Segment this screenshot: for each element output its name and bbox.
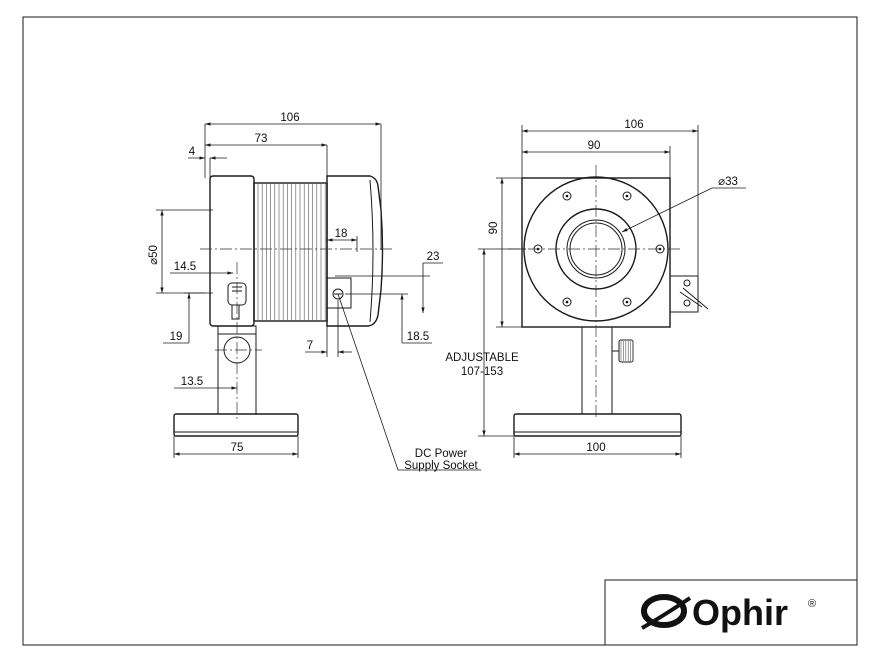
screw-center bbox=[625, 194, 629, 198]
dim-side-106: 106 bbox=[280, 112, 299, 124]
dim-side-18: 18 bbox=[335, 228, 348, 240]
screw-head bbox=[622, 297, 632, 307]
dc-power-label: DC Power bbox=[415, 448, 468, 460]
dim-front-90-width: 90 bbox=[588, 140, 601, 152]
front-connector-block bbox=[669, 275, 699, 313]
logo-registered: ® bbox=[808, 598, 816, 610]
front-post bbox=[581, 326, 613, 415]
front-cable bbox=[679, 287, 709, 310]
dim-side-75: 75 bbox=[231, 442, 244, 454]
adjustable-label: ADJUSTABLE bbox=[445, 352, 519, 364]
side-base bbox=[173, 413, 299, 437]
logo-wordmark: Ophir bbox=[692, 592, 788, 633]
dim-side-4: 4 bbox=[189, 146, 196, 158]
dim-side-7: 7 bbox=[307, 340, 313, 352]
side-view: 106 73 4 ⌀50 14.5 19 18 23 18.5 bbox=[148, 112, 481, 472]
screw-head bbox=[562, 297, 572, 307]
dim-side-14-5: 14.5 bbox=[174, 261, 196, 273]
front-base bbox=[513, 413, 682, 437]
dim-front-base-100: 100 bbox=[586, 442, 605, 454]
side-front-head bbox=[326, 175, 384, 327]
dc-socket bbox=[332, 288, 344, 300]
dim-side-23: 23 bbox=[427, 251, 440, 263]
screw-center bbox=[625, 300, 629, 304]
dim-side-73: 73 bbox=[255, 133, 268, 145]
dim-side-18-5: 18.5 bbox=[407, 331, 429, 343]
dc-socket-housing bbox=[326, 277, 352, 309]
logo-box: Ophir ® bbox=[604, 579, 858, 646]
adjustable-range: 107-153 bbox=[461, 366, 503, 378]
drawing-border bbox=[22, 16, 858, 646]
screw-center bbox=[565, 300, 569, 304]
dim-front-106: 106 bbox=[624, 119, 643, 131]
dim-side-19: 19 bbox=[170, 331, 183, 343]
dim-front-90-height: 90 bbox=[488, 222, 500, 235]
side-rear-plate bbox=[209, 175, 255, 327]
side-finned-body bbox=[253, 182, 328, 322]
ophir-swoosh-icon bbox=[641, 594, 692, 630]
dim-front-aperture-33: ⌀33 bbox=[718, 176, 738, 188]
front-view: 106 90 90 ⌀33 ADJUSTABLE 107-153 100 bbox=[445, 119, 746, 458]
screw-head bbox=[562, 191, 572, 201]
side-cooling-fins bbox=[257, 184, 326, 320]
screw-head bbox=[622, 191, 632, 201]
dc-power-leader bbox=[337, 293, 481, 471]
dim-side-diameter-50: ⌀50 bbox=[148, 245, 160, 265]
screw-center bbox=[565, 194, 569, 198]
dc-power-label-2: Supply Socket bbox=[404, 460, 478, 472]
dim-side-13-5: 13.5 bbox=[181, 376, 203, 388]
